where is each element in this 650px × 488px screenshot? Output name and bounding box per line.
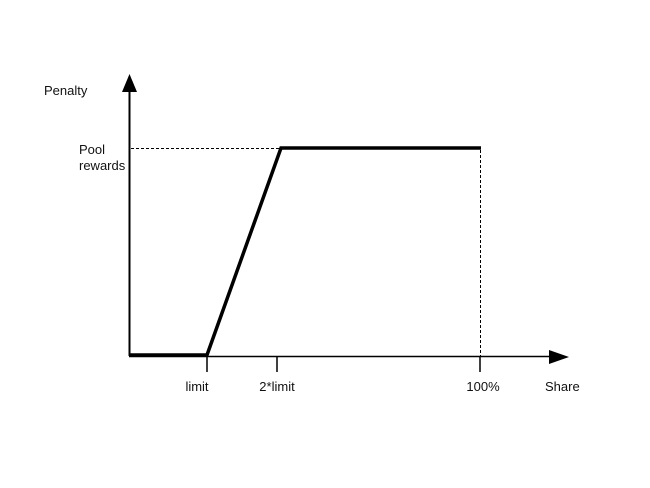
x-axis-arrowhead — [549, 350, 569, 364]
x-tick-label-2limit: 2*limit — [259, 379, 295, 394]
x-tick-label-100: 100% — [466, 379, 500, 394]
y-tick-label-line-2: rewards — [79, 158, 126, 173]
axes — [122, 74, 569, 364]
y-axis-label: Penalty — [44, 83, 88, 98]
x-tick-label-limit: limit — [185, 379, 208, 394]
reference-lines — [131, 148, 481, 356]
x-tick-marks — [206, 356, 481, 372]
x-axis-label: Share — [545, 379, 580, 394]
penalty-line — [129, 146, 481, 357]
y-tick-label-line-1: Pool — [79, 142, 105, 157]
y-axis-arrowhead — [122, 74, 137, 92]
